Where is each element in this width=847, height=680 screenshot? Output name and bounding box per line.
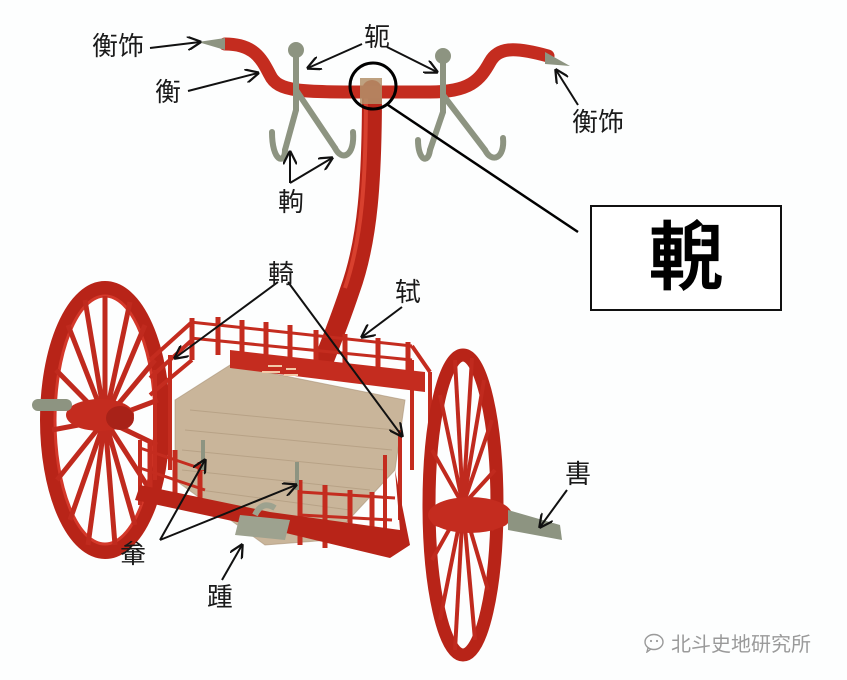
yoke-right — [415, 48, 507, 162]
crossbar — [198, 37, 570, 104]
label-heng-shi-right: 衡饰 — [572, 108, 625, 138]
label-zhong: 踵 — [207, 583, 234, 613]
label-shi: 轼 — [395, 278, 422, 308]
label-wei: 軎 — [565, 460, 592, 490]
label-qu: 軥 — [278, 188, 305, 218]
carriage-box — [135, 317, 432, 558]
wechat-icon — [644, 633, 664, 653]
label-yi: 輢 — [268, 260, 295, 290]
callout-line — [387, 103, 579, 234]
watermark-text: 北斗史地研究所 — [671, 632, 811, 656]
callout-box: 輗 — [590, 205, 782, 311]
label-qian: 軬 — [120, 540, 147, 570]
watermark: 北斗史地研究所 — [643, 628, 811, 657]
annotation-arrows — [149, 42, 579, 581]
label-heng: 衡 — [155, 78, 182, 108]
callout-circle — [348, 61, 398, 111]
callout-text: 輗 — [649, 215, 723, 301]
yoke-left — [269, 42, 357, 162]
label-e: 轭 — [364, 23, 391, 53]
left-wheel — [32, 281, 170, 559]
label-heng-shi-left: 衡饰 — [92, 32, 145, 62]
right-wheel — [422, 348, 562, 662]
